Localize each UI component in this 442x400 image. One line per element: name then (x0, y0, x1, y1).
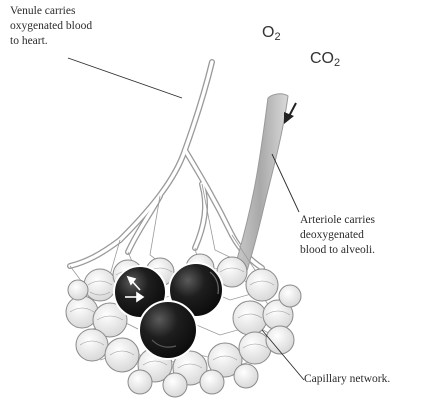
capillary-label: Capillary network. (304, 372, 390, 387)
o2-label-base: O (262, 24, 274, 41)
co2-label: CO2 (310, 50, 340, 69)
co2-label-sub: 2 (334, 57, 340, 69)
arteriole-label-line-3: blood to alveoli. (300, 243, 375, 258)
co2-label-base: CO (310, 50, 334, 67)
o2-label-sub: 2 (274, 31, 280, 43)
arteriole-vessel (232, 94, 288, 280)
arteriole-label-line-1: Arteriole carries (300, 213, 375, 228)
capillary-label-text: Capillary network. (304, 372, 390, 387)
venule-label-line-2: oxygenated blood (10, 19, 92, 34)
arteriole-label: Arteriole carries deoxygenated blood to … (300, 213, 375, 258)
o2-label: O2 (262, 24, 281, 43)
venule-label: Venule carries oxygenated blood to heart… (10, 4, 92, 49)
venule-label-line-3: to heart. (10, 34, 92, 49)
arteriole-label-line-2: deoxygenated (300, 228, 375, 243)
venule-label-line-1: Venule carries (10, 4, 92, 19)
